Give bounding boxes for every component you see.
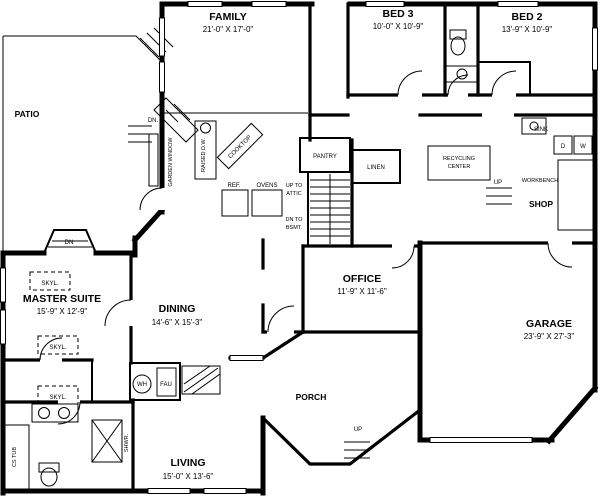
skylight-icon bbox=[29, 271, 71, 291]
master-fixtures bbox=[4, 271, 221, 490]
room-label-living: LIVING bbox=[170, 457, 205, 469]
room-label-porch: PORCH bbox=[296, 392, 327, 402]
room-labels: FAMILY 21'-0" X 17'-0" BED 3 10'-0" X 10… bbox=[15, 8, 575, 481]
washer-icon bbox=[573, 135, 593, 155]
label-cs-tub: CS TUB bbox=[12, 447, 18, 467]
label-up-to: UP TO bbox=[286, 183, 303, 189]
family-fireplace bbox=[153, 97, 199, 143]
label-sink: SINK bbox=[534, 127, 548, 133]
room-label-dining: DINING bbox=[159, 303, 196, 315]
steps bbox=[48, 125, 512, 459]
toilet-icon bbox=[40, 467, 58, 487]
room-label-bed2: BED 2 bbox=[512, 11, 543, 23]
label-cooktop: COOKTOP bbox=[228, 135, 253, 160]
garden-window-icon bbox=[148, 133, 159, 187]
ovens-icon bbox=[251, 189, 283, 217]
label-dryer: D bbox=[561, 144, 566, 150]
shower-icon bbox=[91, 419, 123, 463]
room-label-shop: SHOP bbox=[529, 199, 553, 209]
label-recycling-2: CENTER bbox=[448, 164, 471, 170]
label-garden-window: GARDEN WINDOW bbox=[168, 137, 174, 187]
label-up-shop: UP bbox=[494, 180, 502, 186]
room-dims-bed2: 13'-9" X 10'-9" bbox=[502, 25, 553, 34]
room-dims-family: 21'-0" X 17'-0" bbox=[203, 25, 254, 34]
label-workbench: WORKBENCH bbox=[522, 178, 558, 184]
label-dn-patio: DN. bbox=[148, 118, 159, 124]
room-dims-living: 15'-0" X 13'-6" bbox=[163, 472, 214, 481]
fireplace-icon bbox=[181, 365, 221, 395]
door-openings bbox=[40, 91, 572, 406]
room-label-office: OFFICE bbox=[343, 273, 382, 285]
label-skylight-1: SKYL. bbox=[41, 281, 58, 287]
label-wh: WH bbox=[137, 382, 147, 388]
refrigerator-icon bbox=[221, 189, 249, 217]
label-washer: W bbox=[580, 144, 586, 150]
patio-outline bbox=[2, 27, 174, 253]
skylight-icon bbox=[37, 335, 79, 355]
windows bbox=[0, 1, 598, 494]
label-dn-to: DN TO bbox=[286, 217, 304, 223]
label-pantry: PANTRY bbox=[313, 154, 337, 160]
kitchen-fixtures bbox=[148, 112, 308, 217]
toilet-icon bbox=[450, 36, 466, 56]
room-label-master: MASTER SUITE bbox=[23, 293, 101, 305]
label-skylight-3: SKYL. bbox=[49, 395, 66, 401]
fireplace-icon bbox=[153, 97, 199, 143]
label-ovens: OVENS bbox=[256, 183, 277, 189]
label-bsmt: BSMT. bbox=[286, 225, 303, 231]
room-dims-office: 11'-9" X 11'-6" bbox=[337, 287, 387, 296]
tub-icon bbox=[4, 424, 30, 490]
raised-dw-counter bbox=[194, 120, 217, 180]
room-dims-dining: 14'-6" X 15'-3" bbox=[152, 318, 203, 327]
label-skylight-2: SKYL. bbox=[49, 345, 66, 351]
label-linen: LINEN bbox=[367, 165, 385, 171]
bath-vanity bbox=[445, 65, 479, 83]
label-up-porch: UP bbox=[354, 427, 362, 433]
label-raised-dw: RAISED D.W. bbox=[201, 138, 207, 172]
room-label-patio: PATIO bbox=[15, 109, 40, 119]
staircase bbox=[310, 174, 350, 244]
room-dims-bed3: 10'-0" X 10'-9" bbox=[373, 22, 424, 31]
workbench-icon bbox=[557, 159, 594, 231]
secondary-walls bbox=[42, 61, 531, 403]
dryer-icon bbox=[553, 135, 573, 155]
fau-icon bbox=[156, 367, 177, 397]
label-fau: FAU bbox=[160, 382, 172, 388]
label-shwr: SHWR. bbox=[124, 433, 130, 452]
door-arcs bbox=[39, 70, 573, 425]
shop-fixtures bbox=[427, 117, 594, 231]
label-dn-bay: DN bbox=[65, 240, 74, 246]
room-label-garage: GARAGE bbox=[526, 318, 572, 330]
cooktop-island bbox=[216, 122, 264, 170]
label-recycling-1: RECYCLING bbox=[443, 156, 475, 162]
kitchen-sink-icon bbox=[200, 122, 211, 134]
shop-sink-icon bbox=[521, 117, 547, 135]
label-ref: REF. bbox=[227, 183, 240, 189]
room-label-family: FAMILY bbox=[209, 11, 247, 23]
hall-bath-fixtures bbox=[445, 29, 479, 83]
recycling-center-box bbox=[427, 145, 491, 181]
room-label-bed3: BED 3 bbox=[383, 8, 414, 20]
water-heater-icon bbox=[132, 374, 152, 394]
label-attic: ATTIC bbox=[286, 191, 302, 197]
vanity-icon bbox=[31, 403, 79, 423]
room-dims-garage: 23'-9" X 27'-3" bbox=[524, 332, 575, 341]
room-dims-master: 15'-9" X 12'-9" bbox=[37, 307, 88, 316]
